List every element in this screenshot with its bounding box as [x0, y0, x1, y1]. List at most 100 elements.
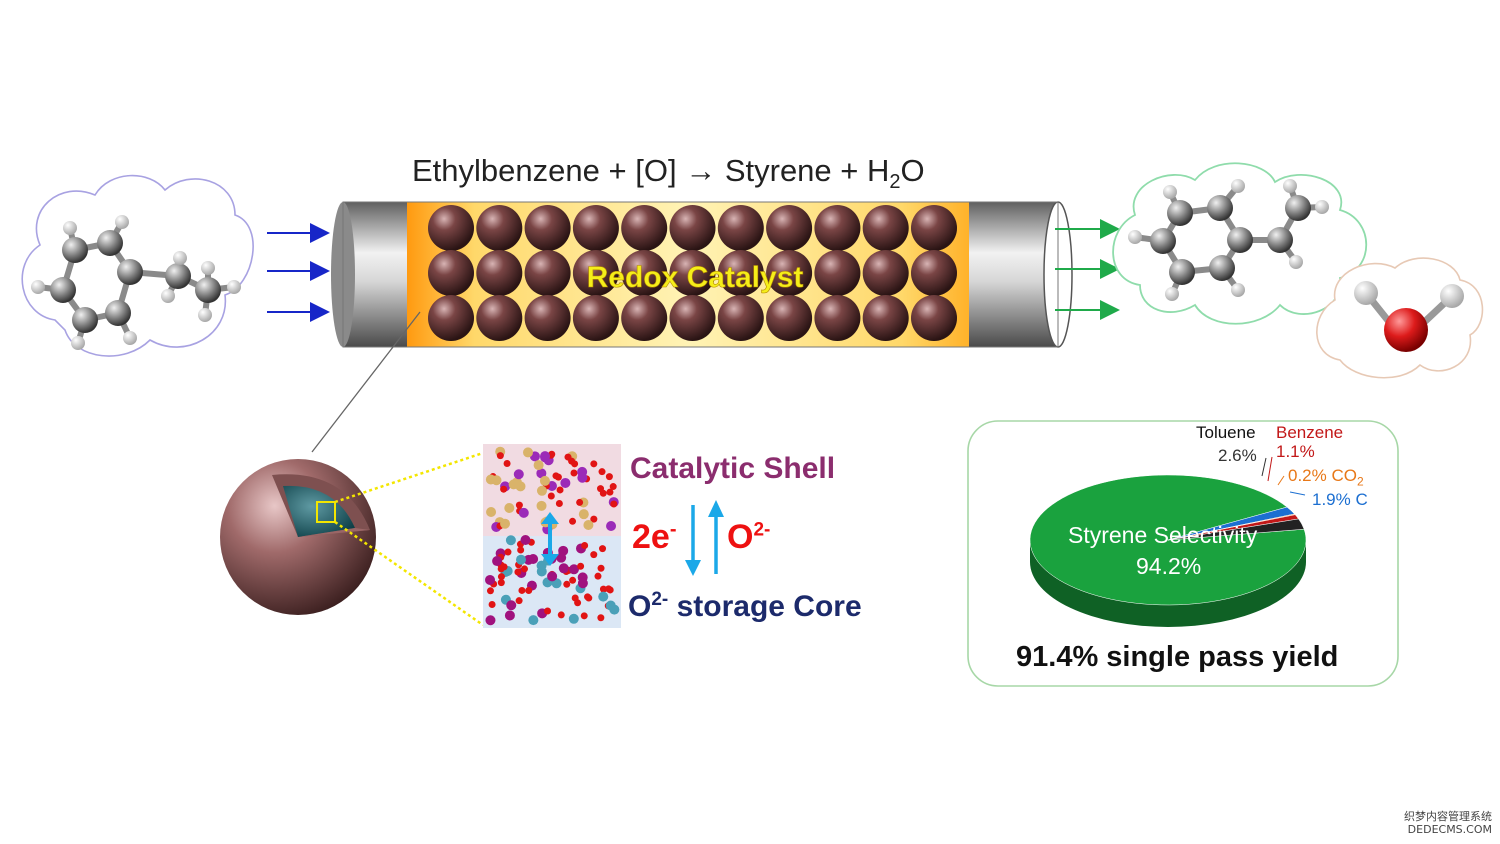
hydrogen-atom	[227, 280, 241, 294]
hydrogen-atom	[161, 289, 175, 303]
hydrogen-atom	[1165, 287, 1179, 301]
shell-atom	[570, 469, 578, 477]
feed-arrows	[267, 223, 330, 322]
core-atom	[518, 586, 526, 594]
shell-atom	[556, 486, 564, 494]
carbon-atom	[1169, 259, 1195, 285]
catalyst-particle	[766, 205, 813, 251]
catalyst-particle	[428, 205, 474, 251]
oxygen-ion-label: O2-	[727, 518, 770, 557]
catalyst-particle	[717, 295, 764, 341]
catalyst-particle	[862, 205, 909, 251]
hydrogen-atom	[198, 308, 212, 322]
shell-atom	[500, 518, 511, 529]
watermark-line2: DEDECMS.COM	[1407, 823, 1492, 836]
catalyst-particle	[814, 250, 861, 296]
hydrogen-atom	[1289, 255, 1303, 269]
core-atom	[504, 548, 512, 556]
core-atom	[516, 554, 527, 565]
pie-slice-toluene	[1167, 518, 1305, 541]
core-atom	[597, 614, 605, 622]
shell-atom	[599, 489, 607, 497]
core-atom	[568, 564, 579, 575]
core-atom	[599, 585, 607, 593]
co2-sub: 2	[1356, 474, 1364, 489]
ethylbenzene-molecule	[31, 215, 241, 350]
catalyst-particle	[572, 205, 619, 251]
shell-atom	[555, 499, 563, 507]
core-atom	[504, 610, 515, 621]
styrene-name-label: Styrene Selectivity	[1068, 522, 1258, 548]
shell-atom	[609, 483, 617, 491]
catalyst-particle	[476, 250, 523, 296]
hydrogen-atom	[63, 221, 77, 235]
shell-atom	[606, 521, 617, 532]
core-atom	[577, 578, 588, 589]
hydrogen-atom	[123, 331, 137, 345]
core-atom	[514, 568, 522, 576]
shell-atom	[513, 469, 524, 480]
catalyst-particle	[862, 295, 909, 341]
shell-atom	[518, 507, 529, 518]
shell-atom	[503, 459, 511, 467]
carbon-atom	[1207, 195, 1233, 221]
electron-label: 2e-	[632, 518, 677, 557]
shell-atom	[536, 485, 547, 496]
shell-atom	[546, 480, 557, 491]
shell-atom	[564, 453, 572, 461]
shell-atom	[540, 451, 551, 462]
catalyst-particle	[621, 250, 668, 296]
shell-atom	[590, 460, 598, 468]
hydrogen-atom	[115, 215, 129, 229]
core-atom	[485, 615, 496, 626]
hydrogen-atom	[201, 261, 215, 275]
catalyst-particle	[814, 205, 861, 251]
core-atom	[486, 587, 494, 595]
shell-atom	[578, 509, 589, 520]
c-name: C	[1355, 490, 1368, 509]
co2-label: 0.2% CO2	[1288, 466, 1364, 488]
catalyst-particle	[814, 295, 861, 341]
catalyst-particle	[669, 295, 716, 341]
shell-atom	[610, 500, 618, 508]
catalyst-label-svg: Redox Catalyst	[586, 261, 803, 295]
core-atom	[569, 576, 577, 584]
water-molecule	[1354, 281, 1464, 352]
shell-atom	[536, 500, 547, 511]
core-atom	[523, 554, 534, 565]
carbon-atom	[62, 237, 88, 263]
shell-atom	[605, 473, 613, 481]
co2-base: CO	[1331, 466, 1357, 485]
core-atom	[521, 565, 529, 573]
shell-atom	[606, 488, 614, 496]
hydrogen-atom	[1283, 179, 1297, 193]
core-atom	[492, 556, 503, 567]
core-atom	[536, 566, 547, 577]
shell-atom	[486, 507, 497, 518]
benzene-value-label: 1.1%	[1276, 442, 1315, 461]
core-atom	[517, 546, 525, 554]
zoom-box	[316, 501, 336, 523]
toluene-name-label: Toluene	[1196, 423, 1256, 442]
carbon-atom	[72, 307, 98, 333]
catalyst-particle	[524, 250, 571, 296]
carbon-atom	[117, 259, 143, 285]
shell-atom	[491, 475, 502, 486]
benzene-name-label: Benzene	[1276, 423, 1344, 442]
catalyst-particle	[621, 205, 668, 251]
core-atom	[580, 612, 588, 620]
oxygen-base: O	[727, 518, 754, 556]
core-atom	[563, 580, 571, 588]
shell-atom	[500, 485, 508, 493]
core-atom	[497, 579, 505, 587]
catalytic-shell-label: Catalytic Shell	[630, 452, 836, 485]
shell-atom	[547, 492, 555, 500]
redox-cycle-arrows	[685, 500, 724, 576]
core-atom	[506, 600, 517, 611]
carbon-atom	[1227, 227, 1253, 253]
watermark-line1: 织梦内容管理系统	[1404, 810, 1492, 823]
catalyst-particle	[428, 295, 474, 341]
shell-atom	[576, 498, 584, 506]
core-atom	[605, 585, 613, 593]
